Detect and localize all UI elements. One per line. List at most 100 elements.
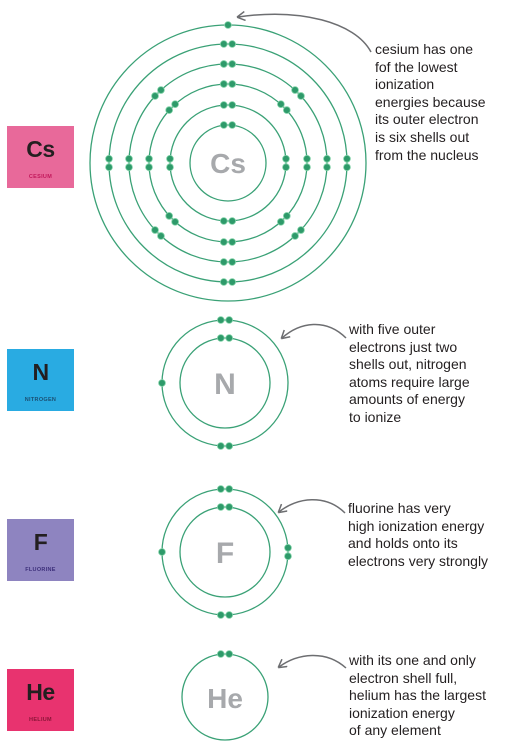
electron-shell <box>179 506 271 598</box>
note-line: with its one and only <box>349 652 476 668</box>
note-line: ionization <box>375 76 435 93</box>
electron-shell <box>179 337 271 429</box>
note-line: its outer electron <box>375 111 479 128</box>
note-line: is six shells out <box>375 128 470 145</box>
note-line: to ionize <box>349 408 402 425</box>
electron <box>283 212 291 220</box>
electron <box>228 258 237 266</box>
electron <box>228 278 237 286</box>
electron <box>343 163 351 172</box>
electron <box>105 163 113 172</box>
electron <box>158 379 166 387</box>
electron <box>228 80 237 88</box>
electron <box>284 552 292 560</box>
note-line: and holds onto its <box>348 535 458 552</box>
electron <box>217 485 225 493</box>
electron <box>151 226 159 234</box>
electron <box>343 155 351 163</box>
electron <box>220 60 228 68</box>
electron <box>105 155 113 163</box>
callout-arrow-helium <box>279 654 347 669</box>
electron <box>228 121 237 129</box>
electron <box>303 163 311 172</box>
electron <box>228 217 237 225</box>
note-line: amounts of energy <box>349 391 465 408</box>
electron <box>157 232 165 240</box>
electron <box>225 334 234 342</box>
electron <box>220 217 228 225</box>
element-name: NITROGEN <box>24 397 57 403</box>
electron <box>323 163 331 172</box>
electron <box>217 316 225 324</box>
note-line: with five outer <box>349 321 436 337</box>
electron <box>217 503 225 511</box>
note-line: electron shell full, <box>349 669 458 686</box>
atom-helium: He <box>181 650 269 741</box>
note-line: fof the lowest <box>375 58 458 75</box>
element-name: FLUORINE <box>25 567 56 573</box>
note-line: helium has the largest <box>349 687 486 704</box>
electron <box>125 163 133 172</box>
electron <box>291 232 299 240</box>
electron <box>228 238 237 246</box>
electron <box>225 442 234 450</box>
element-symbol: N <box>32 359 49 385</box>
electron <box>220 121 228 129</box>
electron <box>225 316 234 324</box>
note-line: fluorine has very <box>348 500 451 516</box>
note-fluorine: fluorine has very high ionization energy… <box>348 500 488 570</box>
element-symbol: He <box>26 679 55 705</box>
callout-arrow-cesium <box>238 14 372 53</box>
note-line: of any element <box>349 722 441 739</box>
electron <box>297 226 305 234</box>
electron <box>303 155 311 163</box>
electron-shell <box>181 653 269 741</box>
note-line: ionization energy <box>349 704 455 721</box>
electron <box>220 258 228 266</box>
element-name: HELIUM <box>29 717 52 723</box>
electron <box>225 611 234 619</box>
electron <box>228 40 237 48</box>
note-cesium: cesium has one fof the lowest ionization… <box>375 41 486 164</box>
electron <box>277 100 285 108</box>
note-line: energies because <box>375 93 486 110</box>
note-nitrogen: with five outer electrons just two shell… <box>349 321 470 427</box>
electron <box>217 442 225 450</box>
electron <box>145 163 153 172</box>
nucleus-label: He <box>207 683 243 714</box>
atom-nitrogen: N <box>158 316 289 450</box>
electron <box>225 650 234 658</box>
electron <box>297 92 305 100</box>
electron <box>217 611 225 619</box>
element-tile-helium: He HELIUM <box>7 669 74 731</box>
callout-arrow-fluorine <box>279 499 346 514</box>
electron <box>166 155 174 163</box>
electron <box>217 334 225 342</box>
electron <box>220 80 228 88</box>
electron-shell <box>108 43 348 283</box>
electron <box>145 155 153 163</box>
note-line: atoms require large <box>349 373 470 390</box>
electron <box>224 21 232 29</box>
electron <box>171 218 179 226</box>
electron <box>282 155 290 163</box>
electron <box>165 106 173 114</box>
electron-shell <box>128 63 328 263</box>
electron <box>323 155 331 163</box>
electron <box>157 86 165 94</box>
note-line: electrons very strongly <box>348 552 489 569</box>
note-line: shells out, nitrogen <box>349 356 467 373</box>
electron <box>225 485 234 493</box>
note-line: cesium has one <box>375 41 474 57</box>
electron <box>165 212 173 220</box>
electron <box>220 278 228 286</box>
electron <box>228 101 237 109</box>
electron <box>171 100 179 108</box>
electron-shell <box>169 104 287 222</box>
electron <box>220 238 228 246</box>
atom-fluorine: F <box>158 485 292 619</box>
electron <box>228 60 237 68</box>
note-line: high ionization energy <box>348 517 485 534</box>
element-symbol: F <box>33 529 48 555</box>
